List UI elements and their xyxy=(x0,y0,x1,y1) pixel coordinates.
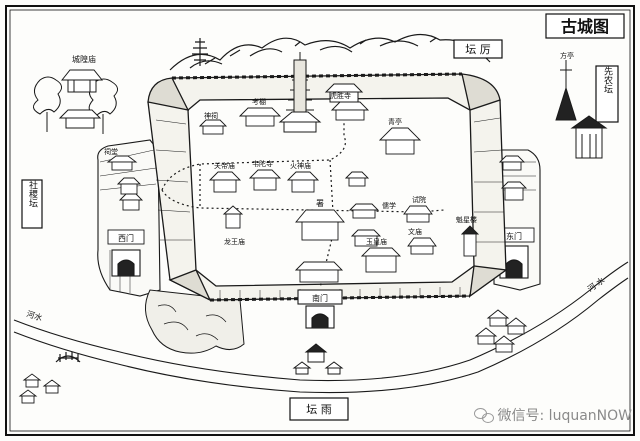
river xyxy=(13,261,629,394)
rocky-hill-southwest xyxy=(145,289,245,354)
tree-cluster-northwest xyxy=(33,38,208,134)
wechat-icon xyxy=(473,407,494,423)
south-altar: 坛 雨 xyxy=(289,397,349,421)
village-southeast xyxy=(474,309,528,353)
label-wei-tuo: 韦陀寺 xyxy=(252,159,273,168)
pagoda xyxy=(278,52,322,133)
label-north-altar: 坛 厉 xyxy=(465,43,491,56)
label-huo-shen: 火神庙 xyxy=(290,161,311,170)
label-shen-ci: 神祠 xyxy=(204,111,218,120)
label-shi-yuan: 试院 xyxy=(412,195,426,204)
label-west-altar: 社稷坛 xyxy=(27,179,38,208)
inner-buildings xyxy=(106,101,528,283)
watermark-text: 微信号: luquanNOW xyxy=(497,408,632,424)
label-south-gate: 南门 xyxy=(312,293,328,303)
label-east-gate: 东门 xyxy=(506,231,522,241)
label-guan-yu: 关帝庙 xyxy=(214,161,235,170)
south-pavilion xyxy=(292,343,344,375)
label-wen-miao: 文庙 xyxy=(408,227,422,236)
temple-outside-northwest xyxy=(58,69,104,129)
label-yu-huang: 玉皇庙 xyxy=(366,237,387,246)
bridge xyxy=(55,352,81,363)
label-qing-ting: 青亭 xyxy=(388,117,402,126)
label-south-altar: 坛 雨 xyxy=(306,403,332,416)
label-kao-peng: 考棚 xyxy=(252,97,266,106)
label-cheng-huang: 城隍庙 xyxy=(72,54,96,64)
mountain-range xyxy=(169,33,491,71)
wechat-watermark: 微信号: luquanNOW xyxy=(473,405,632,425)
north-altar: 坛 厉 xyxy=(453,39,503,59)
label-ci-tang: 祠堂 xyxy=(104,147,118,156)
label-hu-sheng: 虎胜寺 xyxy=(330,91,351,100)
map-inner-border xyxy=(9,9,631,432)
village-southwest xyxy=(18,373,62,404)
label-kui-xing: 魁星楼 xyxy=(456,215,477,224)
west-altar: 社稷坛 xyxy=(21,179,43,229)
label-river-west: 河水 xyxy=(25,308,43,322)
label-west-gate: 西门 xyxy=(118,233,134,243)
signal-tower-east xyxy=(555,60,608,159)
label-long-wang: 龙王庙 xyxy=(224,237,245,246)
map-title: 古城图 xyxy=(561,17,609,36)
label-ru-xue: 儒学 xyxy=(382,201,396,210)
title-cartouche: 古城图 xyxy=(545,13,625,39)
label-east-altar: 先农坛 xyxy=(602,65,613,94)
west-suburb xyxy=(97,139,161,297)
east-altar: 先农坛 xyxy=(595,65,619,123)
south-gate xyxy=(297,289,343,329)
label-yi-gong: 署 xyxy=(316,199,324,208)
label-fang-ting: 方亭 xyxy=(560,51,574,60)
